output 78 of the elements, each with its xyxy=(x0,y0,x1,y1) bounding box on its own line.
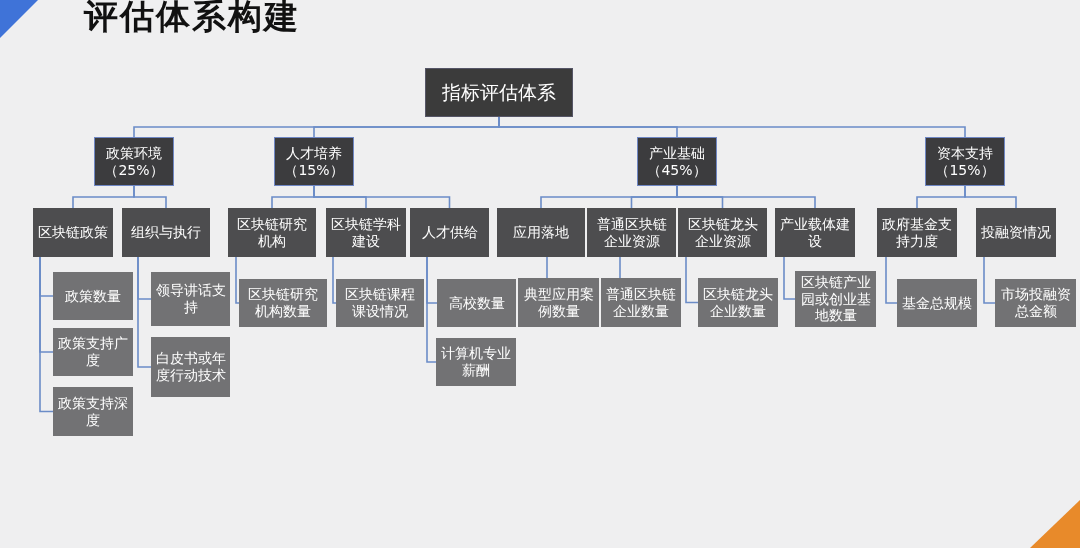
node-label: 区块链研究机构 xyxy=(236,215,308,250)
node-label: 投融资情况 xyxy=(981,224,1051,241)
node-label: 政策数量 xyxy=(65,287,121,305)
metric-box xyxy=(995,279,1076,327)
connector-line xyxy=(619,256,621,279)
node-label: 区块链研究机构数量 xyxy=(247,286,319,320)
indicator-box xyxy=(587,208,676,257)
node-label: （45%） xyxy=(647,161,707,179)
metric-box xyxy=(53,328,133,376)
connector-line xyxy=(235,256,240,304)
metric-box xyxy=(897,279,977,327)
node-label: 区块链课程课设情况 xyxy=(344,286,416,320)
node-label: 政府基金支持力度 xyxy=(881,215,953,250)
node-label: 政策支持深度 xyxy=(57,394,129,429)
indicator-box xyxy=(410,208,489,257)
metric-box xyxy=(336,279,424,327)
category-box xyxy=(925,137,1005,186)
metric-box xyxy=(239,279,327,327)
indicator-box xyxy=(497,208,585,257)
node-label: （25%） xyxy=(104,161,164,179)
metric-box xyxy=(151,272,230,326)
metric-box xyxy=(53,272,133,320)
indicator-box xyxy=(678,208,767,257)
indicator-box xyxy=(228,208,316,257)
connector-line xyxy=(39,256,54,413)
metric-box xyxy=(518,278,599,327)
connector-line xyxy=(964,185,1017,209)
indicator-box xyxy=(976,208,1056,257)
category-box xyxy=(274,137,354,186)
metric-box xyxy=(698,278,778,327)
indicator-box xyxy=(877,208,957,257)
category-box xyxy=(94,137,174,186)
connector-line xyxy=(546,256,548,279)
node-label: 应用落地 xyxy=(513,224,569,241)
connector-line xyxy=(332,256,337,304)
indicator-box xyxy=(775,208,855,257)
node-label: 典型应用案例数量 xyxy=(522,285,595,320)
node-label: 区块链学科建设 xyxy=(330,215,402,250)
node-label: 指标评估体系 xyxy=(442,81,556,104)
node-label: 计算机专业薪酬 xyxy=(440,345,512,379)
root-box xyxy=(425,68,573,117)
metric-box xyxy=(151,337,230,397)
metric-box xyxy=(601,278,681,327)
node-label: 区块链政策 xyxy=(38,224,108,241)
connector-line xyxy=(137,256,152,368)
connector-line xyxy=(885,256,898,304)
metric-box xyxy=(53,387,133,436)
node-label: （15%） xyxy=(935,161,995,179)
connector-line xyxy=(685,256,699,304)
node-label: 人才培养 xyxy=(286,144,342,162)
node-label: 区块链龙头企业数量 xyxy=(702,285,774,320)
node-label: 政策支持广度 xyxy=(57,335,129,369)
metric-box xyxy=(437,279,516,327)
node-label: 区块链龙头企业资源 xyxy=(686,215,759,250)
node-label: 组织与执行 xyxy=(131,224,201,241)
node-label: 基金总规模 xyxy=(902,294,972,312)
node-label: 资本支持 xyxy=(937,144,993,162)
node-label: 普通区块链企业资源 xyxy=(595,215,668,250)
node-label: 产业载体建设 xyxy=(779,215,851,250)
indicator-box xyxy=(326,208,406,257)
node-label: 普通区块链企业数量 xyxy=(605,285,677,320)
node-label: 人才供给 xyxy=(421,224,478,241)
node-label: 高校数量 xyxy=(448,294,505,312)
category-box xyxy=(637,137,717,186)
node-label: 市场投融资总金额 xyxy=(999,286,1072,320)
node-label: 白皮书或年度行动技术 xyxy=(154,350,227,384)
connector-line xyxy=(983,256,996,304)
node-label: 产业基础 xyxy=(649,144,705,162)
node-label: 领导讲话支持 xyxy=(154,282,227,316)
node-label: 区块链产业园或创业基地数量 xyxy=(799,273,872,325)
node-label: （15%） xyxy=(284,161,344,179)
indicator-box xyxy=(33,208,113,257)
indicator-box xyxy=(122,208,210,257)
metric-box xyxy=(436,338,516,386)
connector-line xyxy=(133,185,167,209)
node-label: 政策环境 xyxy=(106,144,162,162)
connector-line xyxy=(426,256,437,363)
connector-line xyxy=(783,256,796,300)
